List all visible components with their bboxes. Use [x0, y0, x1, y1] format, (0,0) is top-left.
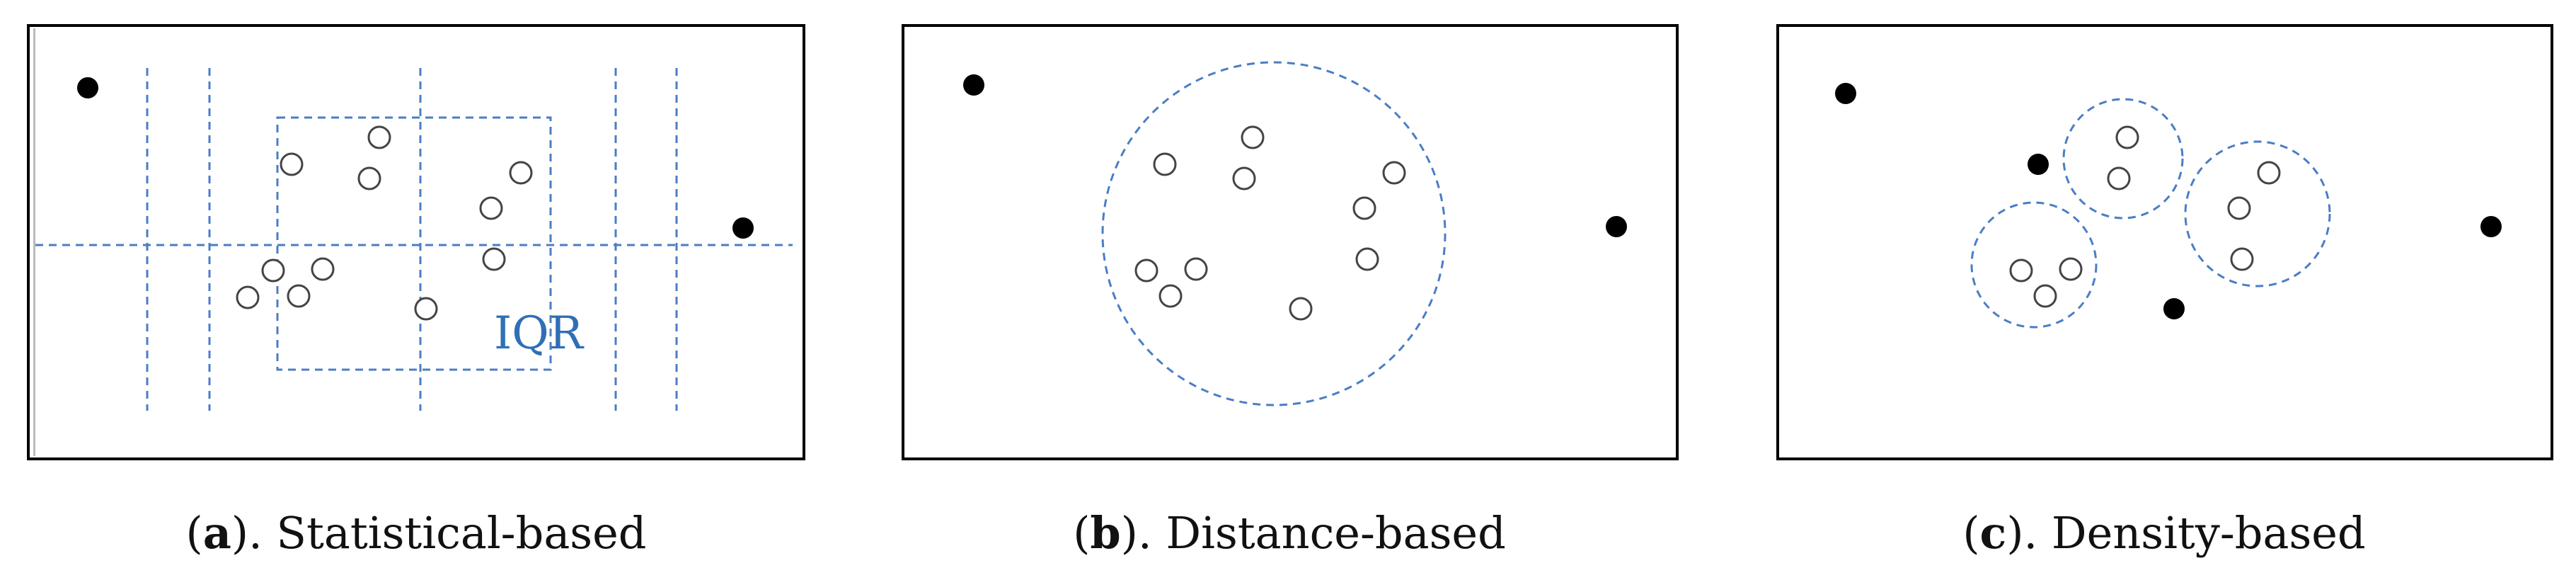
normal-point: [2115, 125, 2139, 149]
panel-a: IQR: [27, 24, 805, 460]
panel-a-iqr-box: [276, 116, 552, 371]
normal-point: [261, 258, 285, 283]
normal-point: [1382, 161, 1406, 185]
caption-b: (b). Distance-based: [1073, 507, 1506, 559]
normal-point: [1184, 257, 1208, 281]
normal-point: [2257, 161, 2281, 185]
panel-a-outliers: [77, 77, 754, 239]
normal-point: [1232, 166, 1256, 191]
panel-c-normal-points: [2009, 125, 2281, 308]
outlier-point: [1835, 83, 1856, 104]
normal-point: [2059, 257, 2083, 281]
normal-point: [1352, 196, 1376, 220]
panel-c: [1776, 24, 2553, 460]
normal-point: [2227, 196, 2251, 220]
panel-b: [902, 24, 1679, 460]
caption-a: (a). Statistical-based: [186, 507, 647, 559]
normal-point: [414, 297, 438, 321]
panel-c-cluster-top: [2062, 98, 2184, 220]
normal-point: [357, 166, 381, 191]
iqr-label: IQR: [494, 307, 585, 360]
panel-c-cluster-right: [2184, 140, 2331, 288]
normal-point: [2033, 284, 2057, 308]
normal-point: [1355, 247, 1379, 271]
panel-a-inner-edge: [33, 28, 35, 456]
caption-c: (c). Density-based: [1962, 507, 2365, 559]
panel-b-frame: [902, 24, 1679, 460]
normal-point: [1289, 297, 1313, 321]
panel-c-cluster-left: [1970, 201, 2098, 329]
panel-b-normal-points: [1134, 125, 1406, 321]
outlier-point: [77, 77, 98, 98]
outlier-point: [1606, 216, 1627, 237]
normal-point: [482, 247, 506, 271]
normal-point: [1153, 152, 1177, 176]
normal-point: [509, 161, 533, 185]
normal-point: [1134, 258, 1158, 283]
normal-point: [367, 125, 391, 149]
normal-point: [280, 152, 304, 176]
normal-point: [1241, 125, 1265, 149]
normal-point: [311, 257, 335, 281]
normal-point: [236, 285, 260, 309]
outlier-point: [732, 217, 754, 239]
panel-c-outliers: [1835, 83, 2502, 319]
normal-point: [2107, 166, 2131, 191]
normal-point: [1158, 284, 1183, 308]
panel-a-normal-points: [236, 125, 533, 321]
panel-b-outliers: [963, 74, 1627, 237]
normal-point: [479, 196, 503, 220]
panel-c-frame: [1776, 24, 2553, 460]
normal-point: [2009, 258, 2033, 283]
outlier-point: [2028, 154, 2049, 175]
outlier-point: [963, 74, 984, 96]
panel-a-frame: [27, 24, 805, 460]
normal-point: [2230, 247, 2254, 271]
normal-point: [287, 284, 311, 308]
outlier-point: [2480, 216, 2502, 237]
outlier-point: [2163, 298, 2185, 319]
panel-b-distance-circle: [1101, 61, 1447, 406]
